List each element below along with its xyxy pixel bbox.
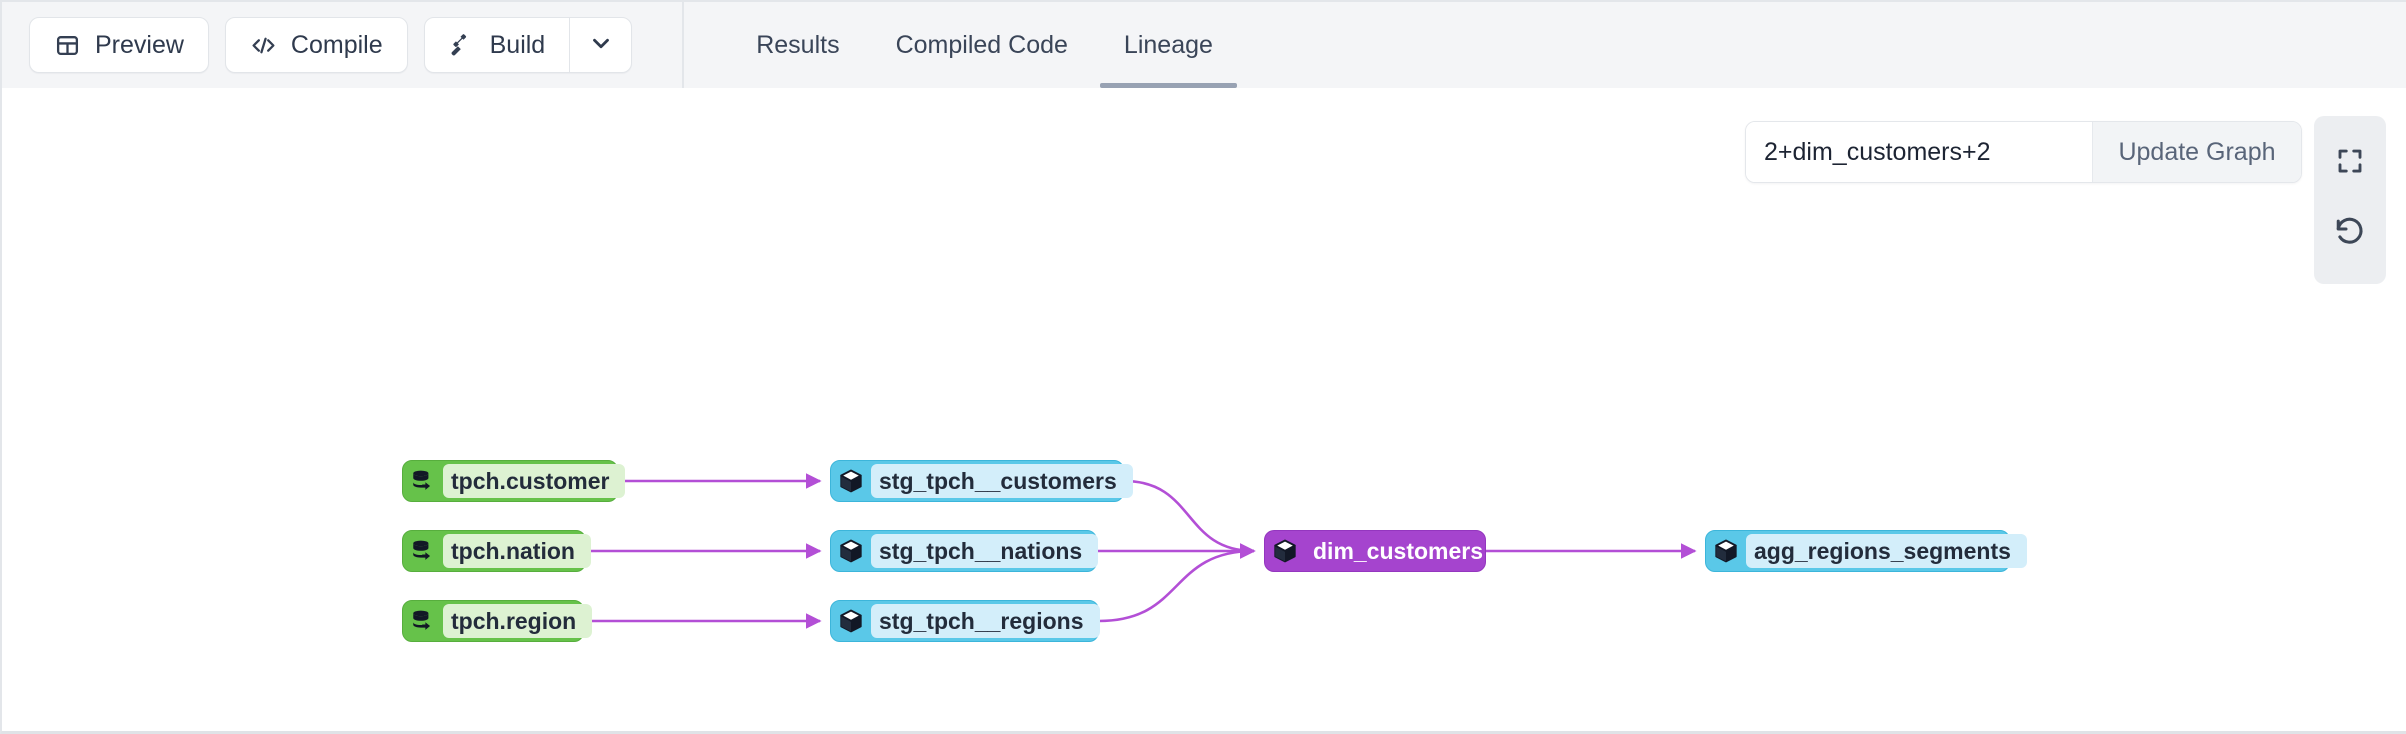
lineage-node-label: stg_tpch__nations (871, 534, 1099, 568)
lineage-edges (584, 473, 1697, 629)
lineage-node-label: stg_tpch__customers (871, 464, 1133, 498)
lineage-node-label: tpch.customer (443, 464, 626, 498)
tab-compiled-code[interactable]: Compiled Code (868, 2, 1096, 88)
tab-results-label: Results (756, 30, 840, 59)
graph-tools (2314, 116, 2386, 284)
lineage-node-agg_regions_segments[interactable]: agg_regions_segments (1705, 530, 2027, 572)
compile-label: Compile (290, 30, 383, 59)
lineage-node-label: tpch.nation (443, 534, 591, 568)
lineage-edge-stg_tpch__regions-to-dim_customers (1098, 543, 1256, 623)
database-arrow-icon (403, 460, 443, 502)
lineage-node-label: dim_customers (1313, 537, 1484, 564)
preview-button[interactable]: Preview (29, 17, 209, 73)
graph-selector-group: Update Graph (1745, 121, 2302, 183)
code-brackets-icon (250, 32, 277, 59)
reset-icon (2334, 215, 2366, 252)
toolbar-divider (682, 2, 685, 88)
build-label: Build (489, 30, 546, 59)
tab-compiled-code-label: Compiled Code (895, 30, 1068, 59)
toolbar: Preview Compile (2, 2, 2406, 88)
tab-results[interactable]: Results (728, 2, 867, 88)
lineage-node-stg_tpch__regions[interactable]: stg_tpch__regions (830, 600, 1100, 642)
build-button-group: Build (423, 17, 633, 73)
chevron-down-icon (588, 30, 614, 61)
lineage-node-tpch_region[interactable]: tpch.region (402, 600, 593, 642)
cube-icon (1706, 530, 1746, 572)
lineage-edge-stg_tpch__customers-to-dim_customers (1123, 479, 1256, 559)
tab-lineage[interactable]: Lineage (1096, 2, 1241, 88)
compile-button[interactable]: Compile (224, 17, 408, 73)
lineage-graph: tpch.customer tpch.nation tpch.region stg_t… (2, 88, 2406, 731)
database-arrow-icon (403, 600, 443, 642)
lineage-node-stg_tpch__nations[interactable]: stg_tpch__nations (830, 530, 1099, 572)
lineage-node-label: agg_regions_segments (1746, 534, 2027, 568)
cube-icon (1265, 530, 1305, 572)
table-icon (54, 32, 81, 59)
lineage-node-tpch_nation[interactable]: tpch.nation (402, 530, 591, 572)
fullscreen-icon (2335, 146, 2365, 181)
lineage-node-stg_tpch__customers[interactable]: stg_tpch__customers (830, 460, 1133, 502)
cube-icon (831, 600, 871, 642)
lineage-node-tpch_customer[interactable]: tpch.customer (402, 460, 626, 502)
build-dropdown-toggle[interactable] (569, 18, 631, 72)
lineage-node-label: stg_tpch__regions (871, 604, 1100, 638)
cube-icon (831, 460, 871, 502)
cube-icon (831, 530, 871, 572)
toolbar-actions: Preview Compile (2, 2, 685, 88)
update-graph-button[interactable]: Update Graph (2092, 122, 2301, 182)
build-button[interactable]: Build (425, 18, 570, 72)
fullscreen-button[interactable] (2314, 128, 2386, 198)
lineage-canvas[interactable]: tpch.customer tpch.nation tpch.region stg_t… (2, 88, 2406, 731)
reset-graph-button[interactable] (2314, 198, 2386, 268)
database-arrow-icon (403, 530, 443, 572)
lineage-node-dim_customers[interactable]: dim_customers (1264, 530, 1486, 572)
preview-label: Preview (95, 30, 184, 59)
tab-bar: Results Compiled Code Lineage (684, 2, 1241, 88)
graph-selector-input[interactable] (1746, 122, 2092, 182)
lineage-node-label: tpch.region (443, 604, 593, 638)
tab-lineage-label: Lineage (1123, 30, 1213, 59)
hammer-icon (449, 32, 476, 59)
